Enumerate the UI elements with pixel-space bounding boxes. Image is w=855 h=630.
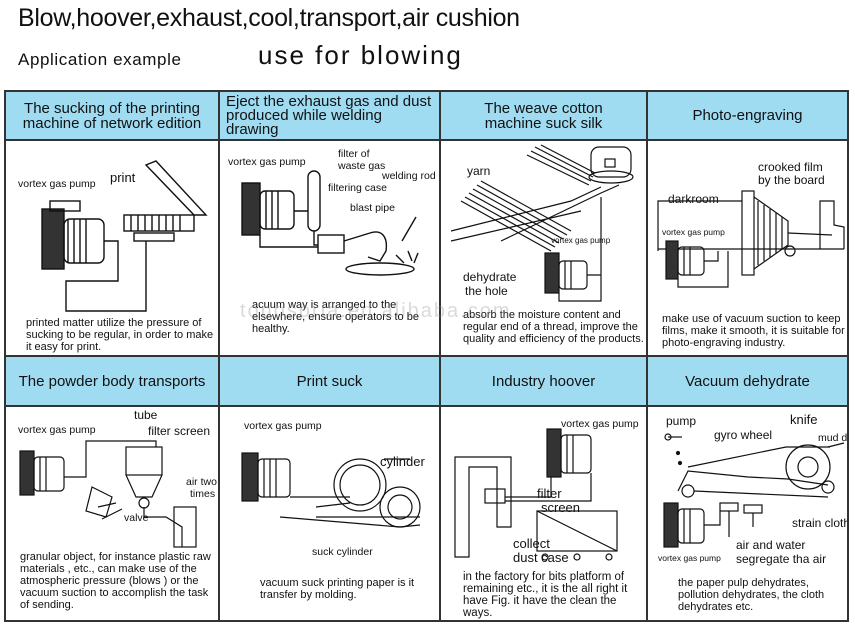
header-vacuum-dehydrate: Vacuum dehydrate <box>647 356 848 406</box>
header-industry-hoover: Industry hoover <box>440 356 647 406</box>
cell-printing-machine: vortex gas pump print printed matter uti… <box>5 140 219 356</box>
label-darkroom: darkroom <box>668 192 719 206</box>
label-vortex-gas-pump: vortex gas pump <box>244 420 322 432</box>
cell-vacuum-dehydrate: pump gyro wheel knife mud do strain clot… <box>647 406 848 621</box>
label-dust-case: dust case <box>513 550 569 565</box>
label-dehydrate: dehydrate <box>463 270 517 284</box>
section-heading: use for blowing <box>258 40 463 70</box>
label-vortex-gas-pump: vortex gas pump <box>658 553 721 563</box>
header-photo-engraving: Photo-engraving <box>647 91 848 140</box>
label-segregate-tha-air: segregate tha air <box>736 552 827 566</box>
industry-hoover-diagram <box>454 428 618 561</box>
label-times: times <box>190 488 216 500</box>
desc-vacuum-dehydrate: the paper pulp dehydrates, pollution deh… <box>678 577 825 613</box>
desc-print-suck: vacuum suck printing paper is it transfe… <box>260 577 415 601</box>
desc-printing-machine: printed matter utilize the pressure of s… <box>26 317 214 353</box>
header-welding-exhaust: Eject the exhaust gas and dust produced … <box>219 91 440 140</box>
label-welding-rod: welding rod <box>382 170 436 182</box>
desc-weave-cotton: absorb the moisture content and regular … <box>463 309 644 345</box>
label-vortex-gas-pump: vortex gas pump <box>662 227 725 237</box>
label-tube: tube <box>134 408 158 422</box>
weave-cotton-diagram <box>450 144 634 302</box>
label-strain-cloth: strain cloth <box>792 516 848 530</box>
printing-machine-diagram <box>41 160 208 312</box>
label-knife: knife <box>790 412 818 427</box>
label-yarn: yarn <box>467 164 491 178</box>
page-title: Blow,hoover,exhaust,cool,transport,air c… <box>18 4 520 32</box>
cell-print-suck: vortex gas pump cylinder suck cylinder v… <box>219 406 440 621</box>
label-cylinder: cylinder <box>380 454 425 469</box>
label-gyro-wheel: gyro wheel <box>714 428 773 442</box>
label-blast-pipe: blast pipe <box>350 202 395 214</box>
label-filter: filter <box>537 486 562 501</box>
cell-welding-exhaust: vortex gas pump filter of waste gas filt… <box>219 140 440 356</box>
label-vortex-gas-pump: vortex gas pump <box>551 236 611 245</box>
label-vortex-gas-pump: vortex gas pump <box>18 178 96 190</box>
label-vortex-gas-pump: vortex gas pump <box>18 424 96 436</box>
vacuum-dehydrate-diagram <box>663 433 845 548</box>
desc-powder-transport: granular object, for instance plastic ra… <box>20 551 211 611</box>
cell-photo-engraving: crooked film by the board darkroom vorte… <box>647 140 848 356</box>
label-filter-screen: filter screen <box>148 424 211 438</box>
header-print-suck: Print suck <box>219 356 440 406</box>
label-waste-gas: waste gas <box>338 160 386 172</box>
powder-transport-diagram <box>19 440 197 548</box>
header-powder-transport: The powder body transports <box>5 356 219 406</box>
label-filtering-case: filtering case <box>328 182 387 194</box>
label-mud-do: mud do <box>818 432 848 444</box>
label-the-hole: the hole <box>465 284 508 298</box>
watermark: tonosoria.en.alibaba.com <box>240 300 512 322</box>
label-vortex-gas-pump: vortex gas pump <box>561 418 639 430</box>
label-print: print <box>110 170 136 185</box>
label-air-two: air two <box>186 476 217 488</box>
page-subtitle: Application example <box>18 50 182 69</box>
desc-industry-hoover: in the factory for bits platform of rema… <box>463 571 628 619</box>
welding-exhaust-diagram <box>241 170 419 276</box>
label-collect: collect <box>513 536 550 551</box>
label-vortex-gas-pump: vortex gas pump <box>228 156 306 168</box>
cell-industry-hoover: vortex gas pump filter screen collect du… <box>440 406 647 621</box>
print-suck-diagram <box>241 452 421 528</box>
label-pump: pump <box>666 414 697 428</box>
cell-powder-transport: tube vortex gas pump filter screen air t… <box>5 406 219 621</box>
desc-photo-engraving: make use of vacuum suction to keep films… <box>662 313 845 349</box>
header-weave-cotton: The weave cotton machine suck silk <box>440 91 647 140</box>
label-screen: screen <box>541 500 581 515</box>
photo-engraving-diagram <box>657 190 845 288</box>
label-valve: valve <box>124 512 149 524</box>
label-filter-of: filter of <box>338 148 370 160</box>
label-by-the-board: by the board <box>758 173 825 187</box>
cell-weave-cotton: yarn vortex gas pump dehydrate the hole … <box>440 140 647 356</box>
label-air-and-water: air and water <box>736 538 806 552</box>
application-grid: The sucking of the printing machine of n… <box>4 90 849 622</box>
header-printing-machine: The sucking of the printing machine of n… <box>5 91 219 140</box>
desc-welding-exhaust: acuum way is arranged to the elsewhere, … <box>252 299 419 335</box>
label-suck-cylinder: suck cylinder <box>312 546 373 558</box>
label-crooked-film: crooked film <box>758 160 823 174</box>
